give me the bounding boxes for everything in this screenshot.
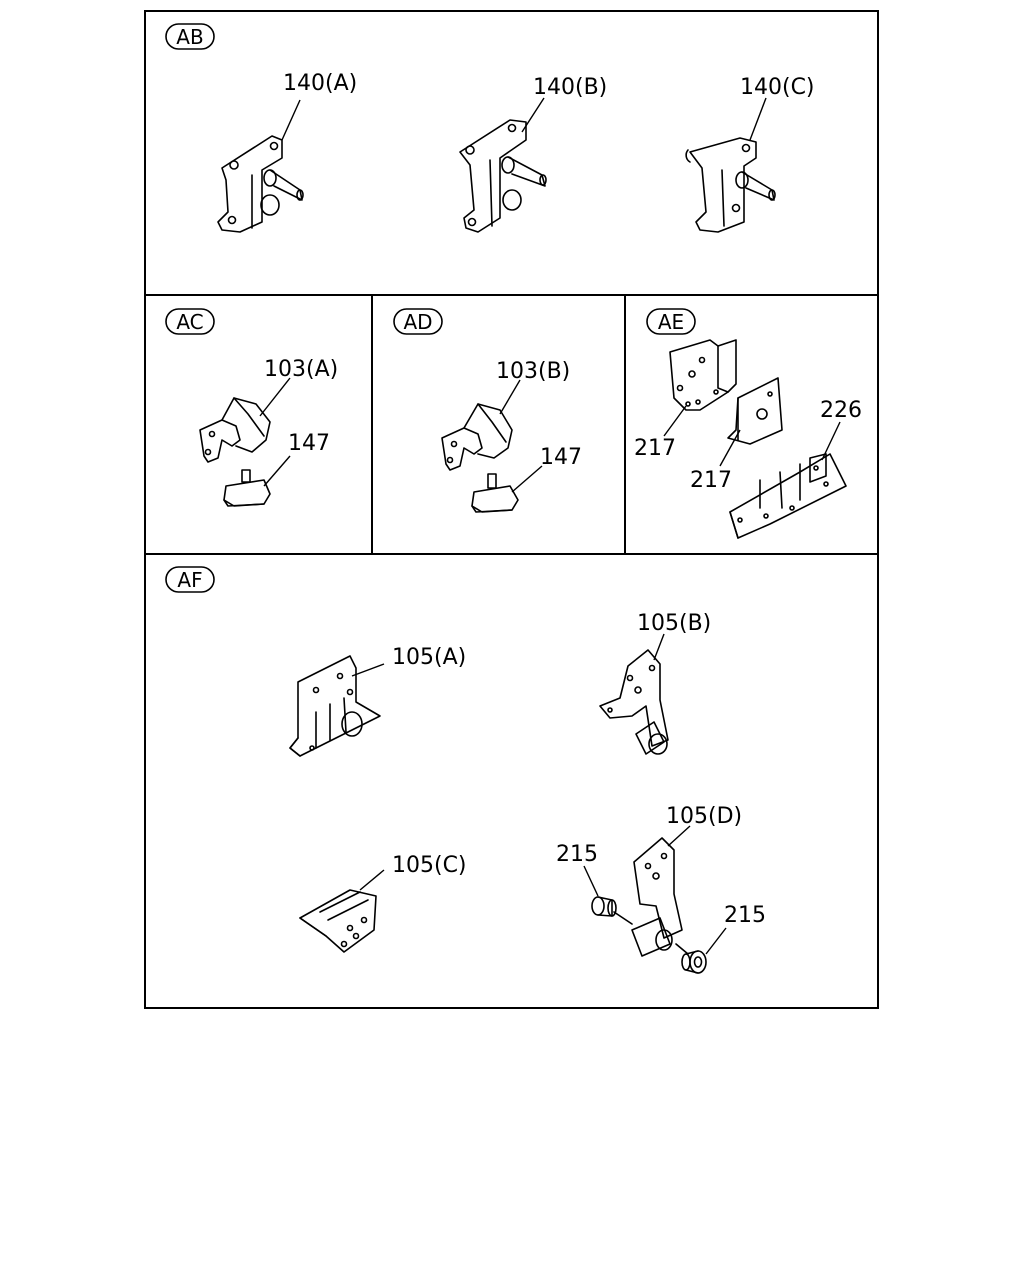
- part-147b-drawing: [471, 473, 519, 513]
- part-103a-drawing: [199, 397, 271, 463]
- callout-140c: 140(C): [740, 75, 815, 100]
- leader-217a: [663, 405, 687, 437]
- part-103b-drawing: [441, 403, 513, 471]
- leader-105c: [359, 869, 385, 891]
- leader-147a: [263, 455, 291, 487]
- part-105d-drawing: [613, 837, 689, 957]
- leader-140c: [749, 97, 767, 141]
- section-tag-ac-label: AC: [176, 310, 203, 334]
- callout-105b: 105(B): [637, 611, 711, 636]
- part-105a-drawing: [289, 655, 381, 757]
- part-105b-drawing: [599, 649, 669, 755]
- leader-103a: [259, 377, 291, 417]
- section-tag-ad-label: AD: [403, 310, 432, 334]
- leader-105d: [667, 825, 691, 847]
- part-140c-drawing: [685, 137, 776, 233]
- leader-217b: [719, 429, 741, 467]
- callout-140a: 140(A): [283, 71, 357, 96]
- leader-215b: [705, 927, 727, 955]
- section-tag-ac: AC: [165, 308, 215, 335]
- callout-105c: 105(C): [392, 853, 467, 878]
- callout-217a: 217: [634, 436, 676, 461]
- callout-215b: 215: [724, 903, 766, 928]
- part-215b-drawing: [681, 950, 707, 974]
- part-147a-drawing: [223, 469, 271, 507]
- leader-103b: [499, 379, 521, 415]
- callout-140b: 140(B): [533, 75, 607, 100]
- section-tag-ab: AB: [165, 23, 215, 50]
- section-tag-ad: AD: [393, 308, 443, 335]
- callout-103a: 103(A): [264, 357, 338, 382]
- part-140a-drawing: [217, 135, 304, 233]
- leader-105b: [653, 633, 665, 661]
- section-tag-ae: AE: [646, 308, 696, 335]
- section-tag-ae-label: AE: [658, 310, 684, 334]
- leader-215a: [583, 865, 599, 897]
- part-105c-drawing: [299, 889, 377, 953]
- callout-147b: 147: [540, 445, 582, 470]
- section-tag-ab-label: AB: [176, 25, 203, 49]
- section-tag-af-label: AF: [177, 568, 202, 592]
- callout-215a: 215: [556, 842, 598, 867]
- callout-147a: 147: [288, 431, 330, 456]
- part-140b-drawing: [459, 119, 547, 233]
- part-226-drawing: [729, 453, 847, 539]
- leader-147b: [511, 465, 543, 493]
- callout-103b: 103(B): [496, 359, 570, 384]
- callout-105d: 105(D): [666, 804, 742, 829]
- leader-140a: [281, 99, 301, 141]
- leader-140b: [521, 97, 545, 133]
- leader-105a: [351, 663, 385, 677]
- section-tag-af: AF: [165, 566, 215, 593]
- callout-226: 226: [820, 398, 862, 423]
- leader-226: [821, 421, 841, 461]
- part-217a-drawing: [669, 339, 737, 411]
- part-217b-drawing: [727, 377, 783, 445]
- diagram-frame: [144, 10, 879, 1009]
- callout-217b: 217: [690, 468, 732, 493]
- part-215a-drawing: [591, 896, 617, 917]
- callout-105a: 105(A): [392, 645, 466, 670]
